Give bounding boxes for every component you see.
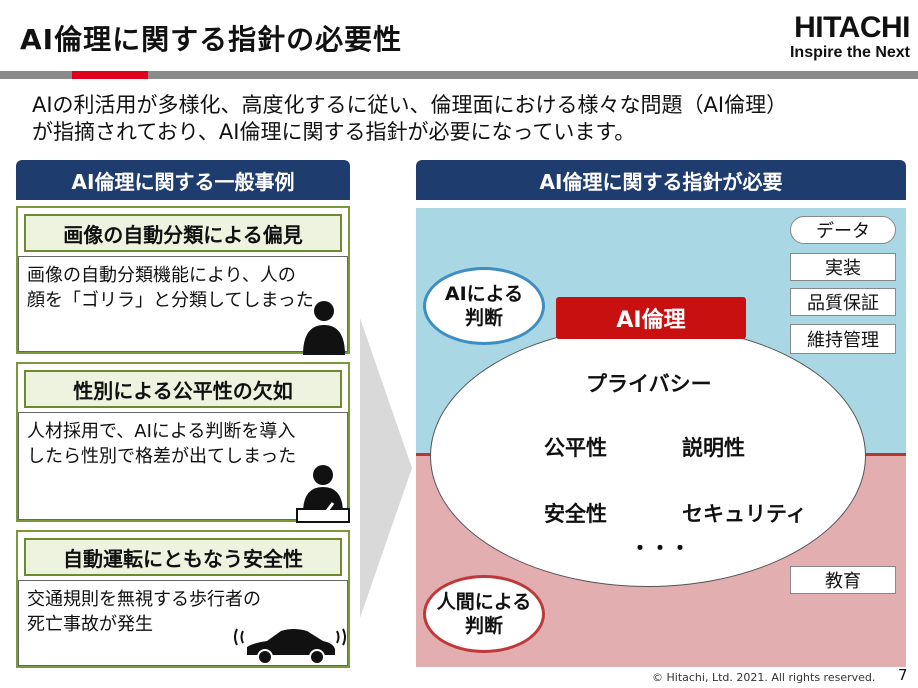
principle-privacy: プライバシー <box>586 372 712 396</box>
intro-text: AIの利活用が多様化、高度化するに従い、倫理面における様々な問題（AI倫理） が… <box>32 92 892 146</box>
case-title: 自動運転にともなう安全性 <box>24 538 342 576</box>
page-number: 7 <box>898 666 908 684</box>
hitachi-logo: HITACHI Inspire the Next <box>760 11 911 62</box>
tag-maintenance: 維持管理 <box>790 324 896 354</box>
principle-security: セキュリティ <box>682 502 807 526</box>
page-title: AI倫理に関する指針の必要性 <box>20 23 403 56</box>
intro-line-2: が指摘されており、AI倫理に関する指針が必要になっています。 <box>32 120 636 144</box>
logo-tagline: Inspire the Next <box>789 44 910 61</box>
principle-safety: 安全性 <box>544 502 607 526</box>
case-title: 性別による公平性の欠如 <box>24 370 342 408</box>
case-line: 交通規則を無視する歩行者の <box>27 589 261 610</box>
ai-judgement-badge: AIによる 判断 <box>423 267 545 345</box>
case-title: 画像の自動分類による偏見 <box>24 214 342 252</box>
case-line: したら性別で格差が出てしまった <box>27 446 297 467</box>
case-line: 死亡事故が発生 <box>27 614 153 635</box>
person-writing-icon <box>296 465 350 523</box>
intro-line-1: AIの利活用が多様化、高度化するに従い、倫理面における様々な問題（AI倫理） <box>32 93 788 117</box>
header-divider <box>0 71 918 79</box>
tag-education: 教育 <box>790 566 896 594</box>
judge-label: 判断 <box>464 615 503 637</box>
case-body: 画像の自動分類機能により、人の 顔を「ゴリラ」と分類してしまった <box>18 256 348 355</box>
case-text: 交通規則を無視する歩行者の 死亡事故が発生 <box>27 587 347 637</box>
copyright: © Hitachi, Ltd. 2021. All rights reserve… <box>652 671 876 684</box>
header-accent <box>72 71 148 79</box>
case-text: 画像の自動分類機能により、人の 顔を「ゴリラ」と分類してしまった <box>27 263 347 313</box>
case-card-gender-fairness: 性別による公平性の欠如 人材採用で、AIによる判断を導入 したら性別で格差が出て… <box>16 362 350 523</box>
judge-label: AIによる <box>444 283 524 305</box>
autonomous-car-icon <box>234 628 346 665</box>
tag-quality-assurance: 品質保証 <box>790 288 896 316</box>
case-line: 顔を「ゴリラ」と分類してしまった <box>27 290 314 311</box>
case-body: 人材採用で、AIによる判断を導入 したら性別で格差が出てしまった <box>18 412 350 523</box>
cases-heading: AI倫理に関する一般事例 <box>16 160 350 200</box>
principle-fairness: 公平性 <box>544 436 607 460</box>
judge-label: 判断 <box>464 307 503 329</box>
person-icon <box>303 301 345 355</box>
case-line: 画像の自動分類機能により、人の <box>27 265 296 286</box>
principle-explainability: 説明性 <box>682 436 745 460</box>
tag-data: データ <box>790 216 896 244</box>
human-judgement-badge: 人間による 判断 <box>423 575 545 653</box>
ethics-ellipse <box>430 325 866 587</box>
forward-arrow-icon <box>360 318 412 618</box>
ai-ethics-badge: AI倫理 <box>556 297 746 339</box>
case-text: 人材採用で、AIによる判断を導入 したら性別で格差が出てしまった <box>27 419 347 469</box>
case-body: 交通規則を無視する歩行者の 死亡事故が発生 <box>18 580 348 666</box>
guideline-heading: AI倫理に関する指針が必要 <box>416 160 906 200</box>
logo-brand: HITACHI <box>794 11 910 44</box>
principle-more: ・・・ <box>630 536 690 560</box>
judge-label: 人間による <box>436 591 532 613</box>
case-card-autonomous-safety: 自動運転にともなう安全性 交通規則を無視する歩行者の 死亡事故が発生 <box>16 530 350 668</box>
tag-implementation: 実装 <box>790 253 896 281</box>
case-line: 人材採用で、AIによる判断を導入 <box>27 421 296 442</box>
case-card-image-bias: 画像の自動分類による偏見 画像の自動分類機能により、人の 顔を「ゴリラ」と分類し… <box>16 206 350 355</box>
